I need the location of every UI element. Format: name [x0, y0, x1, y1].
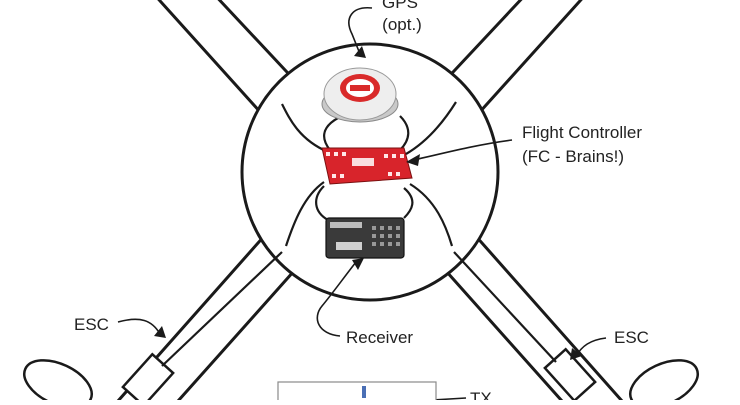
wire-to-lower-left-arm	[284, 181, 325, 247]
label-receiver: Receiver	[346, 328, 413, 347]
wire-to-lower-right-arm	[409, 183, 454, 247]
wire-fc-receiver-left	[315, 185, 329, 221]
wiring	[161, 101, 557, 367]
callout-esc-left	[117, 318, 161, 335]
label-gps-opt: (opt.)	[382, 15, 422, 34]
wire-arm-esc-right	[453, 251, 557, 363]
label-gps: GPS	[382, 0, 418, 12]
callout-arrowheads	[154, 46, 582, 360]
label-esc-left: ESC	[74, 315, 109, 334]
wire-fc-receiver-right	[403, 187, 414, 219]
wire-gps-fc-left	[323, 117, 339, 151]
callout-gps	[348, 7, 373, 55]
callout-receiver	[316, 261, 357, 337]
label-flight-controller: Flight Controller	[522, 123, 642, 142]
arrowhead-esc-left	[154, 326, 166, 338]
label-flight-controller-sub: (FC - Brains!)	[522, 147, 624, 166]
label-tx: TX	[470, 389, 492, 400]
arrowhead-flight-controller	[406, 154, 420, 166]
arm-lower-right	[436, 232, 628, 405]
flight-controller-board-icon	[321, 147, 413, 185]
gps-puck-icon	[321, 67, 399, 123]
wire-to-upper-right-arm	[405, 101, 457, 155]
esc-modules	[121, 347, 597, 405]
wire-to-upper-left-arm	[281, 103, 329, 154]
propeller-left	[23, 359, 93, 405]
wire-gps-fc-right	[399, 115, 410, 151]
wire-arm-esc-left	[161, 251, 283, 367]
propeller-right	[629, 359, 699, 405]
callout-flight-controller	[413, 139, 513, 161]
arrowhead-gps	[354, 46, 366, 58]
callout-lines	[117, 7, 607, 401]
tx-box	[277, 381, 437, 405]
arrowhead-receiver	[352, 258, 364, 270]
rc-receiver-icon	[325, 217, 405, 259]
arrowhead-esc-right	[570, 348, 582, 360]
label-esc-right: ESC	[614, 328, 649, 347]
esc-right-box	[543, 347, 597, 403]
esc-left-box	[121, 352, 175, 405]
